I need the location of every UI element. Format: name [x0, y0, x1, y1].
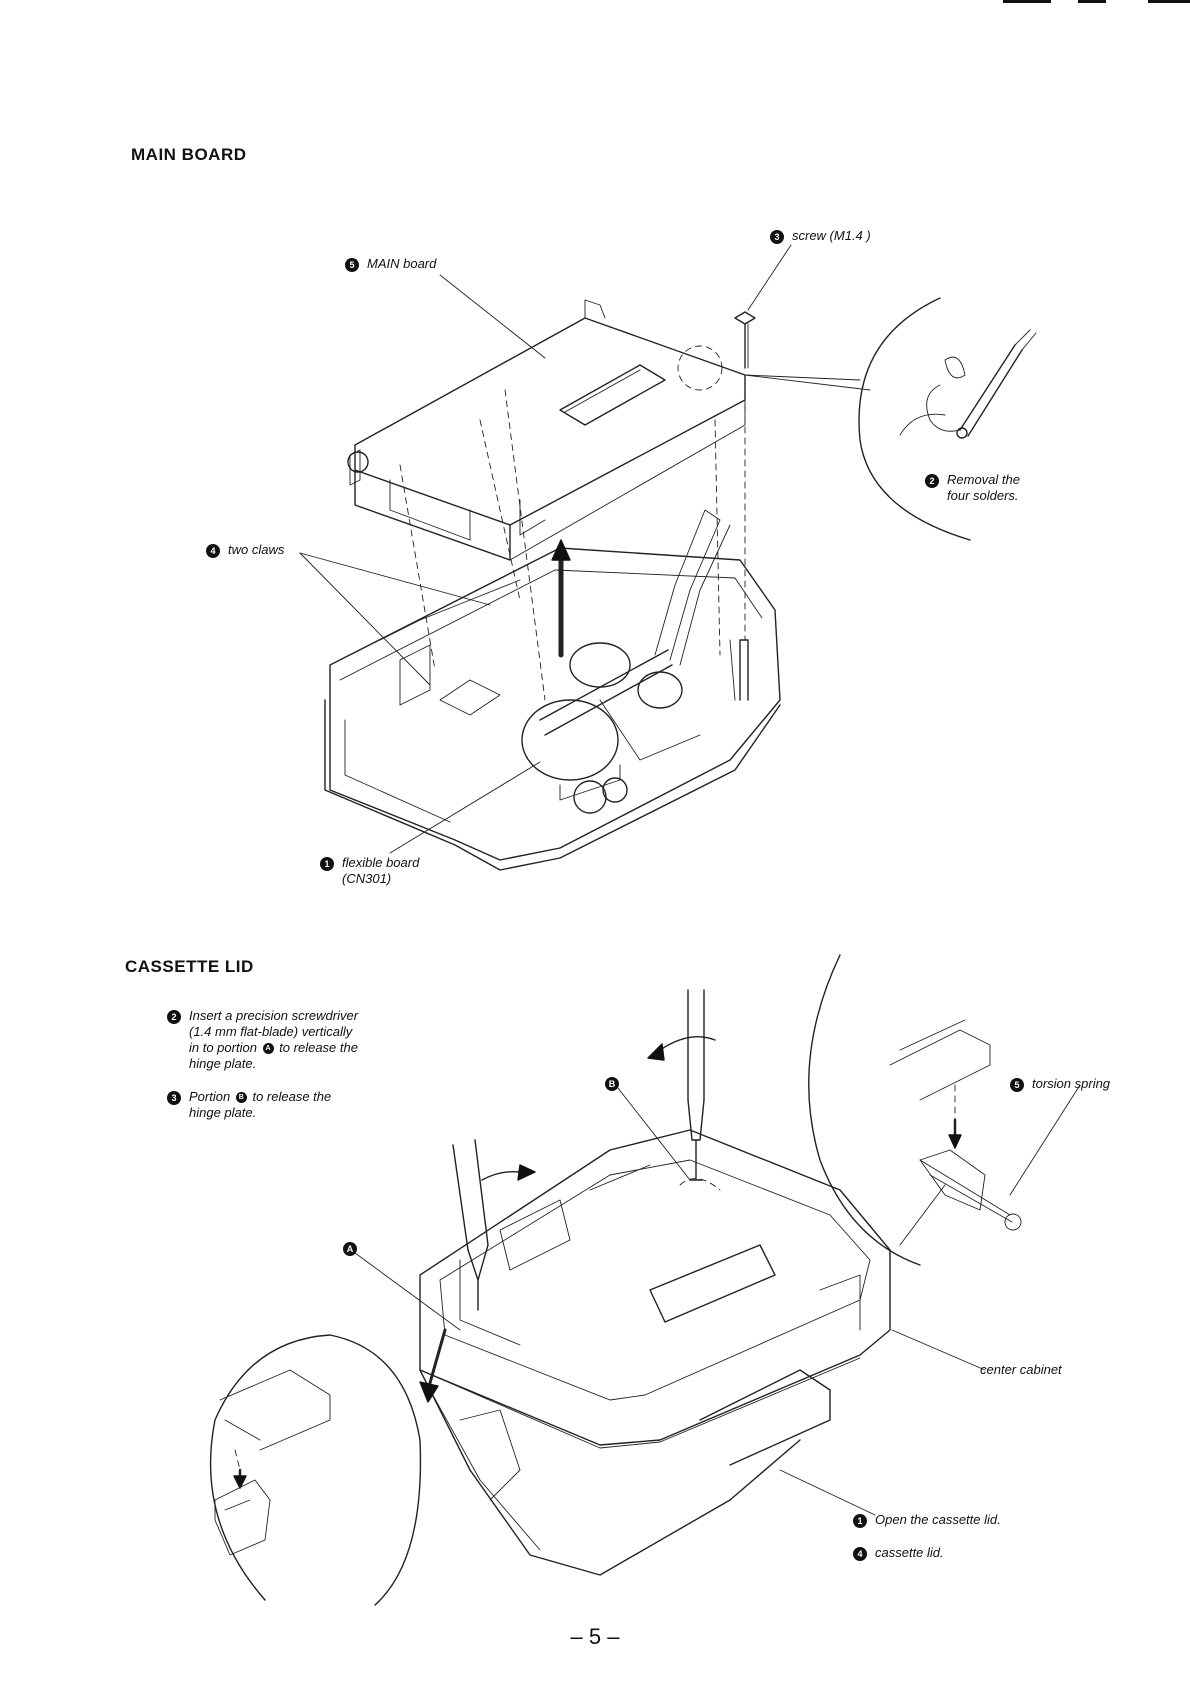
callout-solders: 2 Removal the four solders. [925, 472, 1020, 504]
callout-cassette-lid-text: cassette lid. [875, 1545, 944, 1560]
callout-flexible-board: 1 flexible board (CN301) [320, 855, 419, 887]
step2-line4: hinge plate. [189, 1056, 257, 1071]
step2-line2: (1.4 mm flat-blade) vertically [189, 1024, 353, 1039]
step2-line3a: in to portion [189, 1040, 257, 1055]
header-rule-1 [1003, 0, 1051, 3]
callout-number-badge: 5 [1010, 1077, 1024, 1092]
instruction-step-3: 3 Portion B to release the hinge plate. [167, 1089, 331, 1121]
callout-number-badge: 5 [345, 257, 359, 272]
callout-number-badge: 1 [320, 856, 334, 871]
callout-screw-text: screw (M1.4 ) [792, 228, 871, 243]
callout-flexible-line2: (CN301) [342, 871, 392, 886]
callout-claws: 4 two claws [206, 542, 284, 558]
step3-line1a: Portion [189, 1089, 231, 1104]
callout-torsion-spring: 5 torsion spring [1010, 1076, 1110, 1092]
callout-number-badge: 2 [167, 1009, 181, 1024]
callout-number-badge: 2 [925, 473, 939, 488]
callout-screw: 3 screw (M1.4 ) [770, 228, 871, 244]
callout-solders-line2: four solders. [947, 488, 1019, 503]
portion-b-badge: B [605, 1076, 619, 1091]
portion-a-badge: A [343, 1241, 357, 1256]
callout-number-badge: 4 [853, 1546, 867, 1561]
page-number: – 5 – [570, 1624, 620, 1649]
callout-open-lid-text: Open the cassette lid. [875, 1512, 1001, 1527]
step2-line1: Insert a precision screwdriver [189, 1008, 359, 1023]
portion-a-marker: A [343, 1240, 357, 1258]
header-rule-2 [1078, 0, 1106, 3]
callout-open-lid: 1 Open the cassette lid. [853, 1512, 1001, 1528]
callout-flexible-line1: flexible board [342, 855, 420, 870]
header-rule-3 [1148, 0, 1190, 3]
step2-line3b: to release the [279, 1040, 358, 1055]
callout-solders-line1: Removal the [947, 472, 1020, 487]
instruction-step-2: 2 Insert a precision screwdriver (1.4 mm … [167, 1008, 358, 1072]
step3-line2: hinge plate. [189, 1105, 257, 1120]
callout-cassette-lid: 4 cassette lid. [853, 1545, 944, 1561]
main-board-illustration [299, 244, 1037, 871]
portion-a-ref-badge: A [262, 1043, 274, 1055]
callout-torsion-text: torsion spring [1032, 1076, 1111, 1091]
callout-claws-text: two claws [228, 542, 285, 557]
portion-b-ref-badge: B [235, 1092, 247, 1104]
callout-number-badge: 3 [770, 229, 784, 244]
callout-main-board-text: MAIN board [367, 256, 437, 271]
step3-line1b: to release the [252, 1089, 332, 1104]
main-board-heading: MAIN BOARD [131, 145, 247, 164]
portion-b-marker: B [605, 1075, 619, 1093]
callout-number-badge: 4 [206, 543, 220, 558]
callout-number-badge: 1 [853, 1513, 867, 1528]
callout-number-badge: 3 [167, 1090, 181, 1105]
callout-center-cabinet: center cabinet [980, 1362, 1062, 1377]
callout-main-board: 5 MAIN board [345, 256, 436, 272]
cassette-lid-heading: CASSETTE LID [125, 957, 254, 976]
